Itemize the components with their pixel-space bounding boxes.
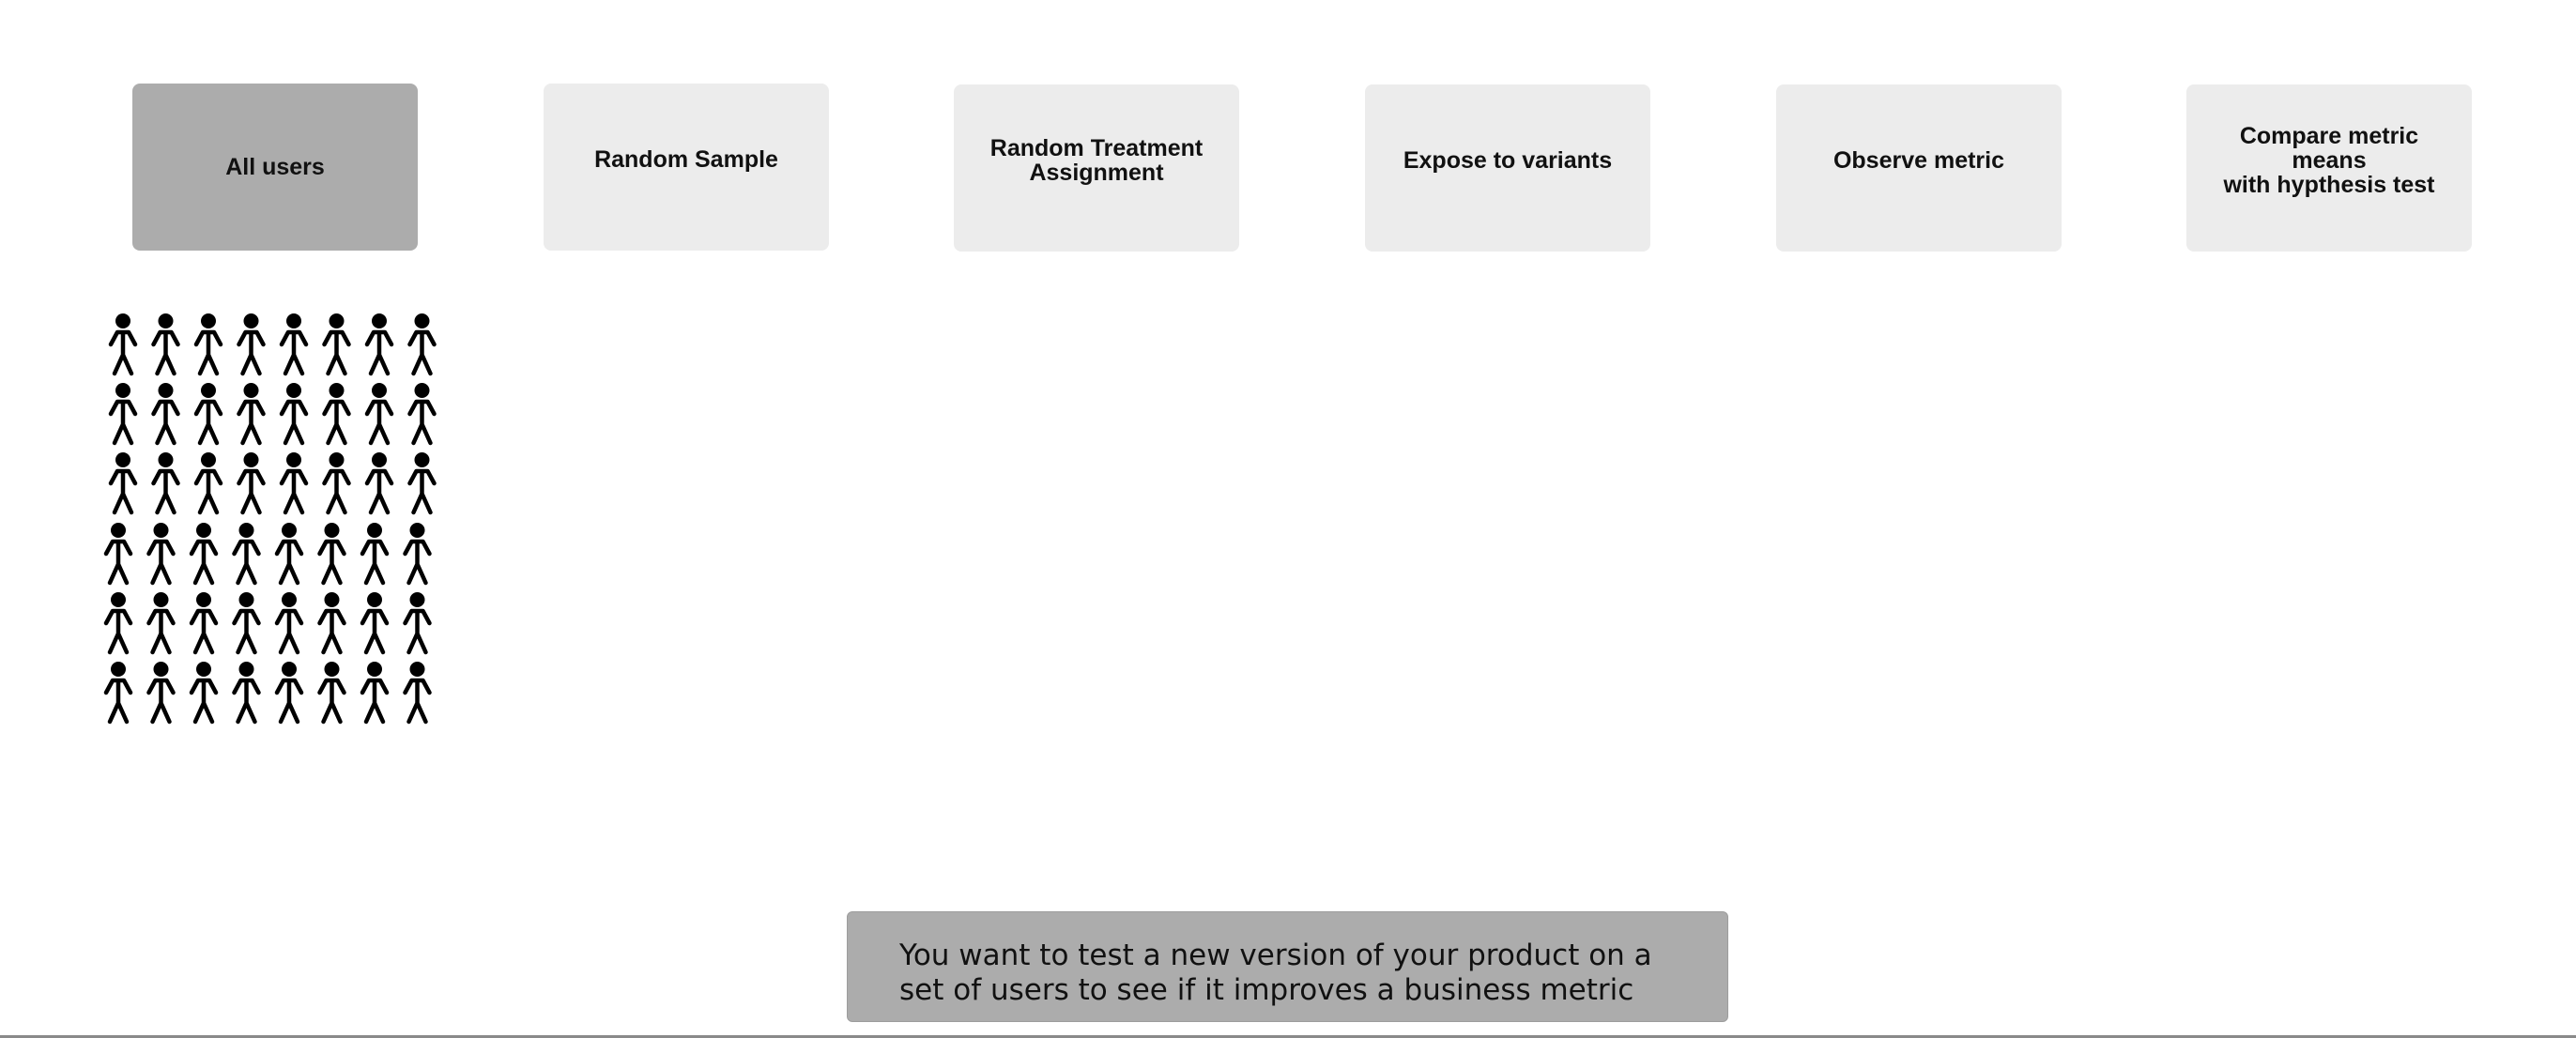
person-icon (279, 383, 309, 446)
person-icon (103, 662, 133, 725)
step-random-sample[interactable]: Random Sample (544, 84, 829, 251)
person-icon (407, 313, 437, 376)
person-icon (237, 313, 266, 376)
person-icon (151, 383, 180, 446)
person-icon (232, 523, 261, 586)
person-icon (189, 662, 219, 725)
person-icon (364, 313, 394, 376)
person-icon (193, 452, 223, 515)
person-icon (274, 592, 304, 655)
person-icon (232, 592, 261, 655)
person-icon (317, 592, 346, 655)
person-icon (189, 523, 219, 586)
person-icon (237, 452, 266, 515)
person-icon (193, 313, 223, 376)
step-all-users[interactable]: All users (132, 84, 418, 251)
person-icon (274, 662, 304, 725)
person-icon (407, 383, 437, 446)
person-icon (322, 452, 351, 515)
person-icon (103, 592, 133, 655)
person-icon (317, 523, 346, 586)
person-icon (279, 313, 309, 376)
person-icon (108, 383, 138, 446)
person-icon (360, 592, 390, 655)
person-icon (360, 523, 390, 586)
step-label: All users (225, 154, 325, 180)
person-icon (279, 452, 309, 515)
person-icon (232, 662, 261, 725)
person-icon (407, 452, 437, 515)
person-icon (317, 662, 346, 725)
narration-box: You want to test a new version of your p… (847, 911, 1728, 1022)
person-icon (151, 313, 180, 376)
person-icon (151, 452, 180, 515)
person-icon (274, 523, 304, 586)
step-label: Compare metric means with hypthesis test (2223, 123, 2435, 198)
person-icon (108, 452, 138, 515)
step-expose-to-variants[interactable]: Expose to variants (1365, 84, 1650, 252)
person-icon (322, 383, 351, 446)
person-icon (108, 313, 138, 376)
step-label: Random Sample (594, 146, 778, 173)
person-icon (193, 383, 223, 446)
bottom-divider (0, 1035, 2576, 1038)
step-label: Observe metric (1832, 147, 2005, 174)
step-observe-metric[interactable]: Observe metric (1776, 84, 2062, 252)
person-icon (103, 523, 133, 586)
person-icon (364, 383, 394, 446)
step-random-treatment-assignment[interactable]: Random Treatment Assignment (954, 84, 1239, 252)
person-icon (322, 313, 351, 376)
person-icon (189, 592, 219, 655)
person-icon (403, 662, 432, 725)
person-icon (146, 662, 176, 725)
person-icon (146, 523, 176, 586)
person-icon (364, 452, 394, 515)
person-icon (403, 523, 432, 586)
narration-text: You want to test a new version of your p… (899, 939, 1652, 1007)
step-compare-metric-means[interactable]: Compare metric means with hypthesis test (2186, 84, 2472, 252)
person-icon (360, 662, 390, 725)
step-label: Random Treatment Assignment (989, 135, 1204, 186)
person-icon (403, 592, 432, 655)
person-icon (237, 383, 266, 446)
person-icon (146, 592, 176, 655)
step-label: Expose to variants (1403, 147, 1613, 174)
